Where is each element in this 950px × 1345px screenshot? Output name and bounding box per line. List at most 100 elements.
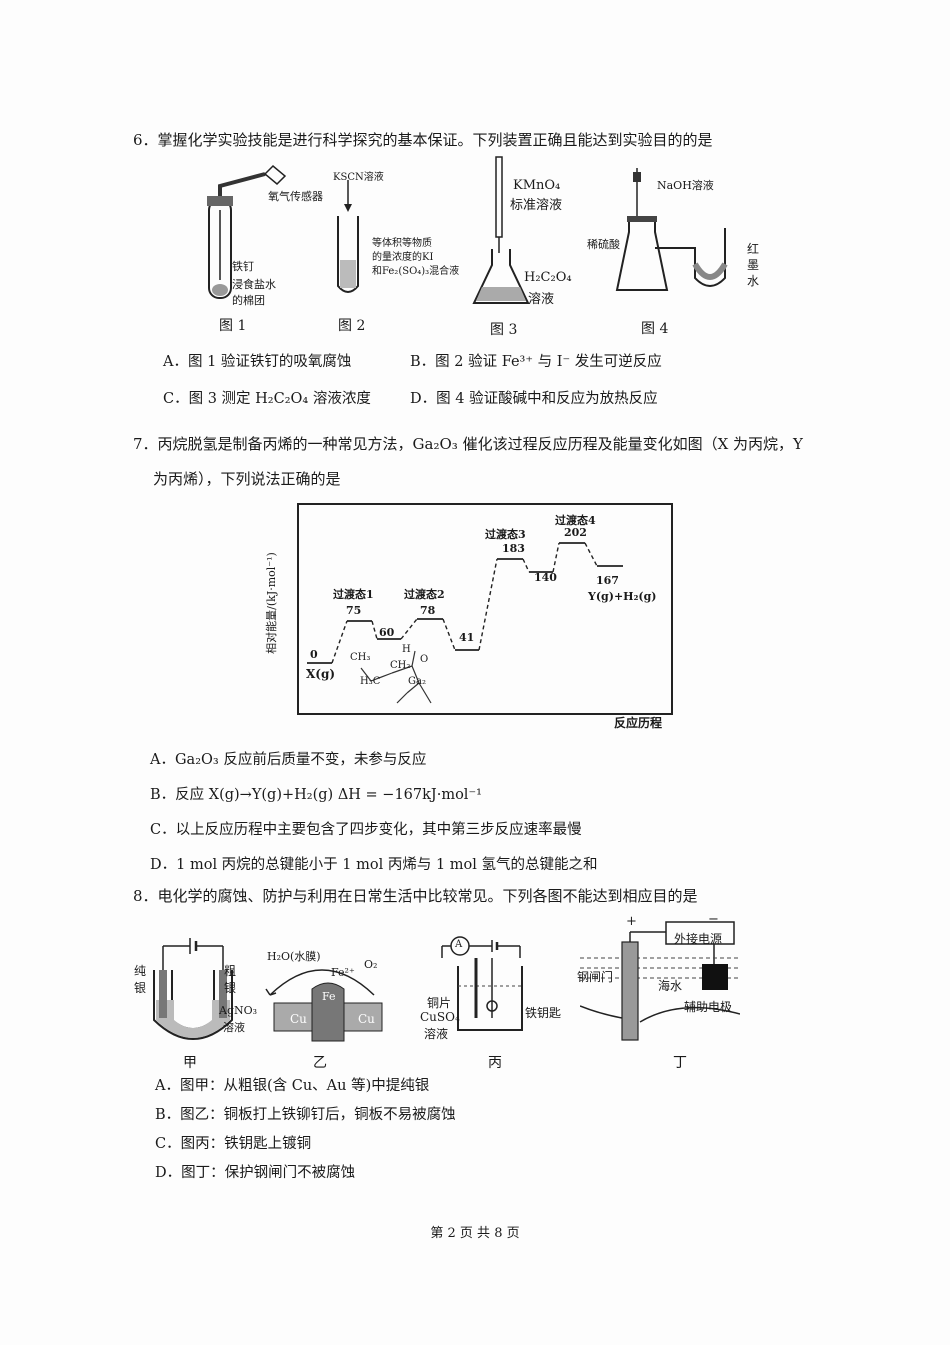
q6-fig4-caption: 图 4 [641,321,669,337]
q6-option-c: C．图 3 测定 H₂C₂O₄ 溶液浓度 [163,391,371,407]
q7-structure-h3c: H₃C [360,676,381,687]
q8-ding-power-label: 外接电源 [674,932,723,946]
q8-jia-solution-label1: AgNO₃ [219,1004,258,1017]
q8-yi-fe2-label: Fe²⁺ [331,966,355,979]
q8-ding-minus-label: − [708,912,719,927]
q7-option-a: A．Ga₂O₃ 反应前后质量不变，未参与反应 [150,752,427,768]
q8-stem: 8．电化学的腐蚀、防护与利用在日常生活中比较常见。下列各图不能达到相应目的是 [133,886,698,906]
q7-structure-ga: Ga₂ [408,676,426,687]
q8-number: 8． [133,887,158,905]
q6-fig3-diagram [472,156,530,304]
q6-fig2-label1: 等体积等物质 [372,238,432,249]
q6-fig2-caption: 图 2 [338,318,366,334]
q6-fig3-titrant-label2: 标准溶液 [510,198,563,213]
q7-stem-line1: 7．丙烷脱氢是制备丙烯的一种常见方法，Ga₂O₃ 催化该过程反应历程及能量变化如… [133,434,803,454]
q6-fig3-solution-label1: H₂C₂O₄ [524,270,572,285]
q7-option-b: B．反应 X(g)→Y(g)+H₂(g) ΔH = −167kJ·mol⁻¹ [150,787,482,803]
q7-chart-ylabel: 相对能量/(kJ·mol⁻¹) [265,552,278,654]
q7-level-1-label: 过渡态1 [333,588,374,601]
page-footer: 第 2 页 共 8 页 [430,1226,520,1241]
q6-fig4-ink-label3: 水 [747,274,760,288]
q7-level-5-label: 过渡态3 [485,528,526,541]
q8-yi-o2-label: O₂ [364,958,378,971]
q8-bing-meter-label: A [455,939,463,950]
q6-fig2-label3: 和Fe₂(SO₄)₃混合液 [372,266,460,277]
q8-option-b: B．图乙：铜板打上铁铆钉后，铜板不易被腐蚀 [155,1107,456,1123]
q7-chart-xlabel: 反应历程 [614,716,663,730]
q6-option-a: A．图 1 验证铁钉的吸氧腐蚀 [163,354,352,370]
q7-chart-ylabel-box: 相对能量/(kJ·mol⁻¹) [256,540,286,670]
q7-structure-ch2: CH₂ [390,660,411,671]
q8-ding-diagram [580,921,740,1041]
q6-fig3-titrant-label1: KMnO₄ [513,178,561,193]
q6-fig1-caption: 图 1 [219,318,247,334]
q6-number: 6． [133,131,158,149]
q7-option-c: C．以上反应历程中主要包含了四步变化，其中第三步反应速率最慢 [150,822,582,838]
q7-energy-chart-frame [297,503,673,715]
q8-option-d: D．图丁：保护钢闸门不被腐蚀 [155,1165,356,1181]
q7-level-8-value: 167 [596,574,619,587]
q6-fig3-solution-label2: 溶液 [528,292,555,307]
q8-jia-solution-label2: 溶液 [223,1021,245,1034]
q8-jia-crude-label1: 粗 [224,964,237,978]
q6-fig2-diagram [337,180,359,293]
q8-bing-caption: 丙 [488,1055,502,1071]
q7-option-d: D．1 mol 丙烷的总键能小于 1 mol 丙烯与 1 mol 氢气的总键能之… [150,857,598,873]
q8-bing-key-label: 铁钥匙 [525,1006,562,1020]
q6-fig4-diagram [615,168,728,291]
q7-level-5-value: 183 [502,542,525,555]
q8-ding-plus-label: + [626,914,637,929]
q7-structure-h: H [402,644,411,655]
q8-jia-diagram [153,938,233,1040]
q7-level-7-value: 202 [564,526,587,539]
q8-jia-pure-label2: 银 [134,981,147,995]
q7-level-3-label: 过渡态2 [404,588,445,601]
q8-yi-cu-left-label: Cu [290,1012,307,1026]
q6-fig1-cotton-label2: 的棉团 [232,294,265,307]
q7-structure-o: O [420,654,429,665]
q7-level-0-label: X(g) [306,667,336,681]
q8-jia-crude-label2: 银 [224,981,237,995]
q8-bing-solution-label2: 溶液 [424,1027,449,1041]
q8-option-c: C．图丙：铁钥匙上镀铜 [155,1136,312,1152]
q8-bing-copper-label: 铜片 [427,996,452,1010]
q7-level-8-label: Y(g)+H₂(g) [588,590,657,603]
q7-level-4-value: 41 [459,631,475,644]
q7-energy-profile [307,542,623,704]
q8-yi-cu-right-label: Cu [358,1012,375,1026]
q6-fig2-label2: 的量浓度的KI [372,252,434,263]
q6-fig4-ink-label1: 红 [747,242,760,256]
q7-level-3-value: 78 [420,604,436,617]
q6-fig4-naoh-label: NaOH溶液 [657,179,714,192]
q8-yi-diagram [265,969,383,1042]
q6-fig1-sensor-label: 氧气传感器 [268,190,323,203]
q7-level-2-value: 60 [379,626,395,639]
q6-fig2-reagent-label: KSCN溶液 [333,172,384,183]
q8-bing-diagram [441,936,523,1031]
q8-ding-gate-label: 钢闸门 [577,970,614,984]
q7-level-0-value: 0 [310,648,318,661]
q6-stem-text: 掌握化学实验技能是进行科学探究的基本保证。下列装置正确且能达到实验目的的是 [157,131,713,149]
q7-level-1-value: 75 [346,604,362,617]
q8-ding-caption: 丁 [673,1055,687,1071]
q6-fig1-nail-label: 铁钉 [232,260,254,273]
q7-stem-text-1: 丙烷脱氢是制备丙烯的一种常见方法，Ga₂O₃ 催化该过程反应历程及能量变化如图（… [157,435,803,453]
q6-fig4-ink-label2: 墨 [747,258,760,272]
q6-stem: 6．掌握化学实验技能是进行科学探究的基本保证。下列装置正确且能达到实验目的的是 [133,130,713,150]
q8-ding-aux-label: 辅助电极 [684,1000,733,1014]
q8-bing-solution-label1: CuSO₄ [420,1010,460,1024]
q7-structure-ch3: CH₃ [350,652,371,663]
q7-stem-line2: 为丙烯），下列说法正确的是 [153,470,341,488]
q8-jia-caption: 甲 [183,1055,197,1071]
q8-yi-water-label: H₂O(水膜) [267,950,321,963]
q6-fig1-diagram [207,164,287,299]
q7-level-7-label: 过渡态4 [555,514,596,527]
q7-number: 7． [133,435,158,453]
q8-stem-text: 电化学的腐蚀、防护与利用在日常生活中比较常见。下列各图不能达到相应目的是 [157,887,698,905]
q8-option-a: A．图甲：从粗银(含 Cu、Au 等)中提纯银 [155,1078,430,1094]
q6-fig4-acid-label: 稀硫酸 [587,238,620,251]
q6-option-b: B．图 2 验证 Fe³⁺ 与 I⁻ 发生可逆反应 [410,354,662,370]
q6-fig1-cotton-label1: 浸食盐水 [232,278,276,291]
q6-option-d: D．图 4 验证酸碱中和反应为放热反应 [410,391,658,407]
q7-level-6-value: 140 [534,571,557,584]
